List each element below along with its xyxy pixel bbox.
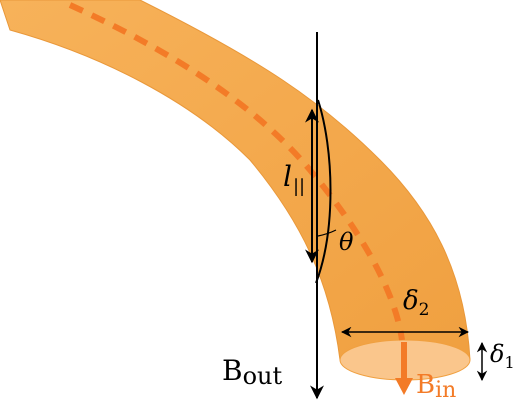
delta2-label: δ2: [403, 286, 429, 320]
tube-axis-dashed: [68, 2, 405, 341]
b-in-arrowhead: [395, 378, 413, 395]
b-in-label: Bin: [416, 370, 456, 403]
flux-tube: [0, 0, 471, 361]
kinked-field-line: [315, 99, 332, 284]
b-out-label: Bout: [222, 354, 282, 390]
delta1-label: δ1: [490, 340, 514, 372]
l-parallel-label: l||: [283, 160, 305, 197]
theta-label: θ: [339, 228, 354, 256]
theta-arc: [317, 229, 337, 237]
